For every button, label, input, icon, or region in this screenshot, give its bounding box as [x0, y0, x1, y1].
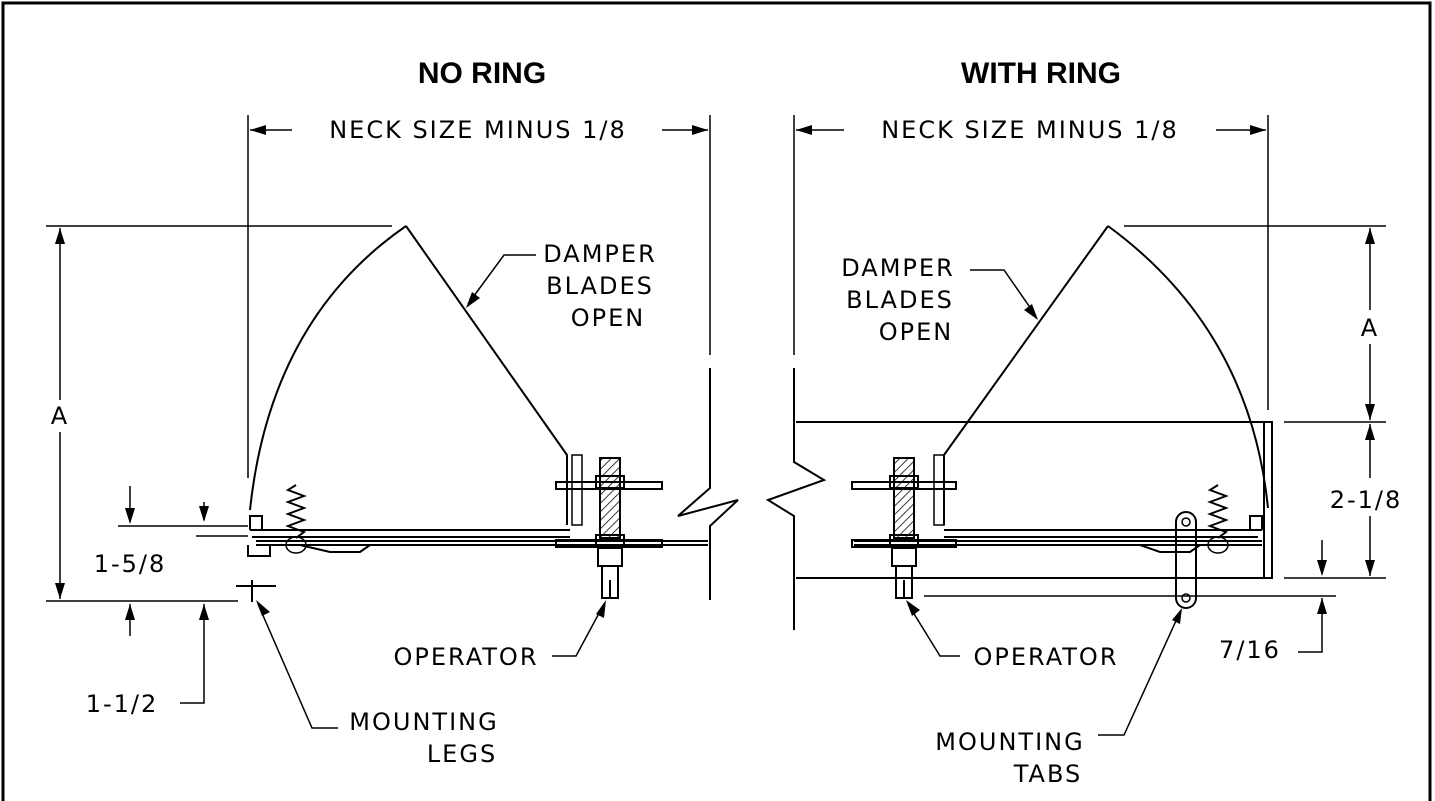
- frame-assembly-left: [236, 454, 708, 602]
- mounting-legs-line2: LEGS: [427, 740, 497, 768]
- damper-callout-right: DAMPER BLADES OPEN: [841, 254, 1038, 346]
- operator-right: [851, 457, 957, 599]
- damper-callout-left: DAMPER BLADES OPEN: [466, 240, 657, 332]
- leg-height-label: 1-5/8: [94, 550, 167, 578]
- spring-right: [1207, 484, 1229, 539]
- mounting-legs-callout: MOUNTING LEGS: [256, 600, 498, 768]
- mounting-tab: [1175, 511, 1197, 609]
- damper-callout-left-line2: BLADES: [546, 272, 654, 300]
- damper-blade-straight-left: [405, 225, 568, 525]
- dimension-a-right: A: [1124, 225, 1386, 420]
- neck-size-label-left: NECK SIZE MINUS 1/8: [329, 116, 627, 144]
- operator-label-right: OPERATOR: [973, 643, 1118, 671]
- damper-callout-left-line3: OPEN: [571, 304, 645, 332]
- damper-callout-right-line3: OPEN: [879, 318, 953, 346]
- operator-callout-right: OPERATOR: [906, 600, 1118, 671]
- damper-callout-left-line1: DAMPER: [543, 240, 657, 268]
- leg-height-dimension: 1-5/8: [94, 486, 248, 578]
- mounting-legs-line1: MOUNTING: [349, 708, 498, 736]
- neck-size-dimension-right: NECK SIZE MINUS 1/8: [793, 115, 1269, 410]
- leg-offset-label: 1-1/2: [86, 690, 159, 718]
- tab-offset-dimension: 7/16: [924, 540, 1336, 664]
- dimension-a-left: A: [46, 225, 392, 602]
- tab-offset-label: 7/16: [1219, 636, 1281, 664]
- spring-left: [285, 484, 307, 539]
- mounting-tabs-line2: TABS: [1013, 760, 1083, 788]
- mounting-leg-left: [236, 580, 276, 602]
- mounting-tabs-callout: MOUNTING TABS: [935, 608, 1182, 788]
- operator-label-left: OPERATOR: [393, 643, 538, 671]
- damper-callout-right-line2: BLADES: [846, 286, 954, 314]
- neck-size-dimension-left: NECK SIZE MINUS 1/8: [247, 115, 711, 478]
- operator-callout-left: OPERATOR: [393, 600, 606, 671]
- leg-offset-dimension: 1-1/2: [86, 604, 209, 718]
- left-view-no-ring: NECK SIZE MINUS 1/8 A: [46, 115, 739, 768]
- ring-height-label: 2-1/8: [1330, 486, 1403, 514]
- title-no-ring: NO RING: [418, 57, 546, 90]
- ring: [796, 421, 1273, 579]
- neck-size-label-right: NECK SIZE MINUS 1/8: [881, 116, 1179, 144]
- damper-blade-straight-right: [943, 225, 1109, 525]
- duct-wall-left: [677, 368, 739, 600]
- damper-blade-arc-right: [1107, 225, 1269, 509]
- damper-callout-right-line1: DAMPER: [841, 254, 955, 282]
- dimension-a-label-left: A: [51, 402, 69, 430]
- damper-blade-arc-left: [249, 225, 407, 511]
- frame-assembly-right: [854, 454, 1263, 609]
- title-with-ring: WITH RING: [961, 57, 1121, 90]
- duct-wall-right: [765, 368, 827, 630]
- mounting-tabs-line1: MOUNTING: [935, 728, 1084, 756]
- ring-height-dimension: 2-1/8: [1284, 421, 1403, 579]
- dimension-a-label-right: A: [1361, 314, 1379, 342]
- operator-left: [555, 457, 663, 599]
- right-view-with-ring: NECK SIZE MINUS 1/8 A: [765, 115, 1403, 788]
